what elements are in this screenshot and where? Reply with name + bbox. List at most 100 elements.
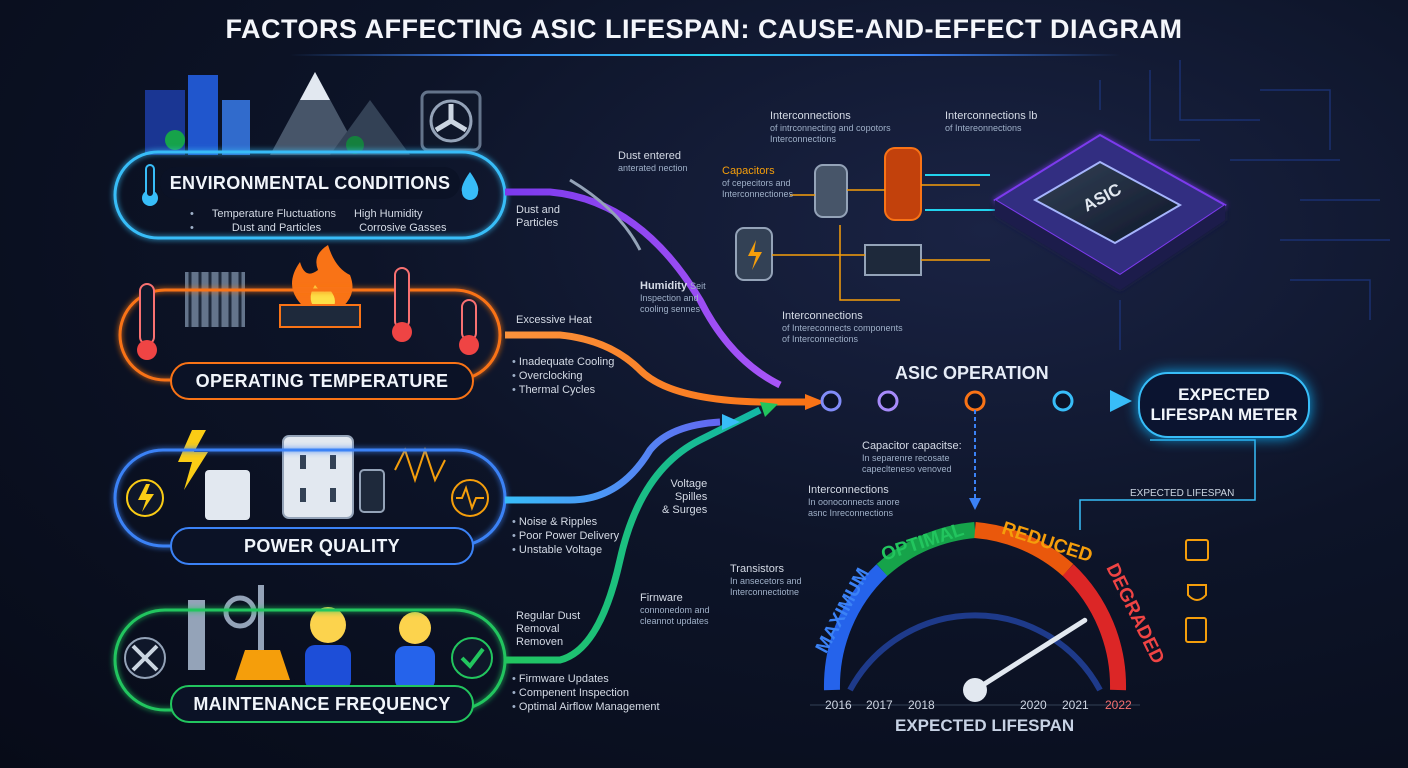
bullet-item: Firmware Updates bbox=[512, 672, 660, 686]
circuit-traces bbox=[1099, 60, 1390, 350]
year-tick: 2020 bbox=[1020, 698, 1047, 712]
arrow-temperature bbox=[505, 331, 805, 406]
heatsink-icon bbox=[185, 272, 245, 327]
environment-bullets: Temperature Fluctuations High Humidity Du… bbox=[190, 207, 480, 235]
gear-icon bbox=[223, 595, 257, 629]
technician-icon bbox=[310, 607, 346, 643]
bullet-item: Dust and Particles bbox=[231, 222, 322, 234]
bus-node bbox=[877, 390, 899, 412]
factor-label-environment: ENVIRONMENTAL CONDITIONS bbox=[160, 167, 460, 199]
oscilloscope-wave bbox=[394, 446, 446, 484]
gauge-zone-maximum bbox=[823, 564, 888, 691]
bullet-item: Noise & Ripples bbox=[512, 515, 619, 529]
outlet-icon-large bbox=[282, 435, 354, 519]
arrow-environment bbox=[505, 188, 782, 389]
arrow-heads bbox=[722, 394, 825, 430]
broom-icon bbox=[258, 585, 264, 655]
factor-label-temperature: OPERATING TEMPERATURE bbox=[170, 362, 474, 400]
thermometer-left-icon bbox=[139, 283, 155, 345]
water-drop-icon bbox=[461, 172, 479, 200]
chart-icon bbox=[1185, 539, 1209, 561]
bullet-item: Thermal Cycles bbox=[512, 383, 614, 397]
factor-label-maintenance: MAINTENANCE FREQUENCY bbox=[170, 685, 474, 723]
lifespan-box-line2: LIFESPAN METER bbox=[1150, 405, 1298, 424]
bullet-item: Inadequate Cooling bbox=[512, 355, 614, 369]
annotation-expected-lifespan: EXPECTED LIFESPAN bbox=[1130, 488, 1235, 499]
ic-chip-icon bbox=[864, 244, 922, 276]
environment-group bbox=[113, 72, 507, 240]
gauge-hub bbox=[963, 678, 987, 702]
annotation-excessive-heat: Excessive Heat bbox=[516, 314, 592, 326]
bullet-item: Optimal Airflow Management bbox=[512, 700, 660, 714]
bullet-item: Compenent Inspection bbox=[512, 686, 660, 700]
annotation-capacitor-capacitse: Capacitor capacitse:In separenre recosat… bbox=[862, 440, 962, 474]
document-icon bbox=[1185, 617, 1207, 643]
battery-icon bbox=[359, 469, 385, 513]
flame-icon bbox=[292, 245, 353, 315]
bullet-item: Overclocking bbox=[512, 369, 614, 383]
year-tick: 2017 bbox=[866, 698, 893, 712]
check-badge bbox=[451, 637, 493, 679]
gauge-zone-reduced bbox=[974, 522, 1074, 577]
maintenance-group bbox=[113, 585, 507, 712]
bus-node bbox=[1052, 390, 1074, 412]
technician-icon-2 bbox=[399, 612, 431, 644]
trophy-icon bbox=[1187, 584, 1207, 601]
year-tick: 2016 bbox=[825, 698, 852, 712]
bus-node bbox=[964, 390, 986, 412]
components bbox=[735, 147, 995, 301]
asic-bus bbox=[820, 390, 1132, 510]
side-icons bbox=[1185, 539, 1209, 643]
lifespan-gauge bbox=[810, 522, 1140, 706]
thermometer-right-icon bbox=[394, 267, 410, 329]
mountain-icon bbox=[270, 72, 360, 155]
maintenance-bullets: Firmware Updates Compenent Inspection Op… bbox=[512, 672, 660, 714]
bullet-item: High Humidity bbox=[353, 208, 423, 220]
year-tick: 2018 bbox=[908, 698, 935, 712]
expected-lifespan-footer: EXPECTED LIFESPAN bbox=[895, 716, 1075, 735]
title-underline bbox=[290, 54, 1120, 56]
flow-arrows bbox=[505, 178, 805, 664]
factor-label-power: POWER QUALITY bbox=[170, 527, 474, 565]
year-tick: 2021 bbox=[1062, 698, 1089, 712]
bullet-item: Temperature Fluctuations bbox=[211, 208, 336, 220]
gauge-zone-degraded bbox=[1062, 564, 1127, 691]
capacitor-icon bbox=[814, 164, 848, 218]
expected-lifespan-meter-box: EXPECTED LIFESPAN METER bbox=[1138, 372, 1310, 438]
arrow-power bbox=[505, 418, 721, 504]
bullet-item: Corrosive Gasses bbox=[359, 222, 447, 234]
bullet-item: Unstable Voltage bbox=[512, 543, 619, 557]
temperature-bullets: Inadequate Cooling Overclocking Thermal … bbox=[512, 355, 615, 397]
lifespan-box-line1: EXPECTED bbox=[1178, 385, 1270, 404]
bullet-item: Poor Power Delivery bbox=[512, 529, 619, 543]
chip-icon bbox=[279, 304, 361, 328]
outlet-icon-small bbox=[205, 470, 250, 520]
power-bullets: Noise & Ripples Poor Power Delivery Unst… bbox=[512, 515, 619, 557]
lightning-icon bbox=[178, 430, 208, 490]
asic-chip bbox=[993, 133, 1227, 290]
page-title: FACTORS AFFECTING ASIC LIFESPAN: CAUSE-A… bbox=[225, 14, 1183, 44]
wrench-icon bbox=[188, 600, 205, 670]
arrow-dust bbox=[569, 178, 642, 251]
asic-operation-label: ASIC OPERATION bbox=[895, 363, 1049, 383]
gauge-needle bbox=[972, 617, 1088, 693]
gauge-zone-optimal bbox=[876, 522, 976, 577]
year-tick: 2022 bbox=[1105, 698, 1132, 712]
temperature-group bbox=[118, 245, 502, 382]
capacitor-icon-orange bbox=[884, 147, 922, 221]
arrow-maintenance bbox=[505, 406, 762, 664]
bus-node bbox=[820, 390, 842, 412]
